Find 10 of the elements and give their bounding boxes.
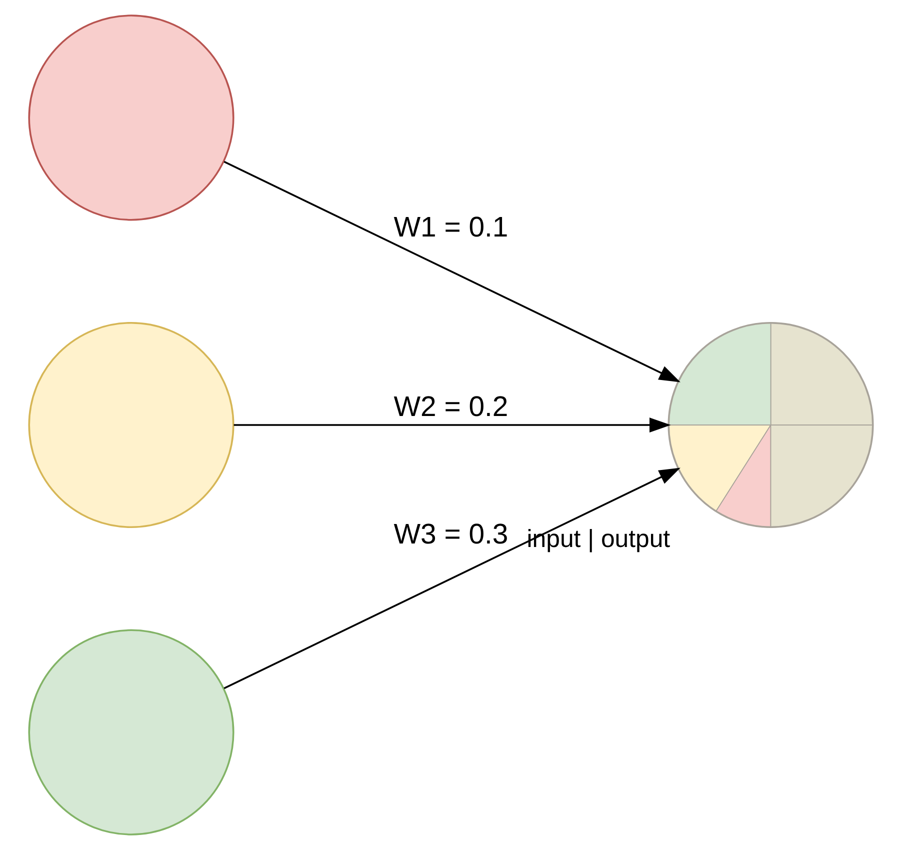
arrow [224,468,680,690]
arrow [234,418,671,432]
node-circle [28,629,234,836]
arrow [224,160,680,382]
edge-label: W2 = 0.2 [394,390,508,423]
node-label: input | output [526,525,670,554]
node-circle [28,14,234,221]
node-circle [28,322,234,528]
edge-label: W3 = 0.3 [394,518,508,551]
edge-label: W1 = 0.1 [394,211,508,244]
